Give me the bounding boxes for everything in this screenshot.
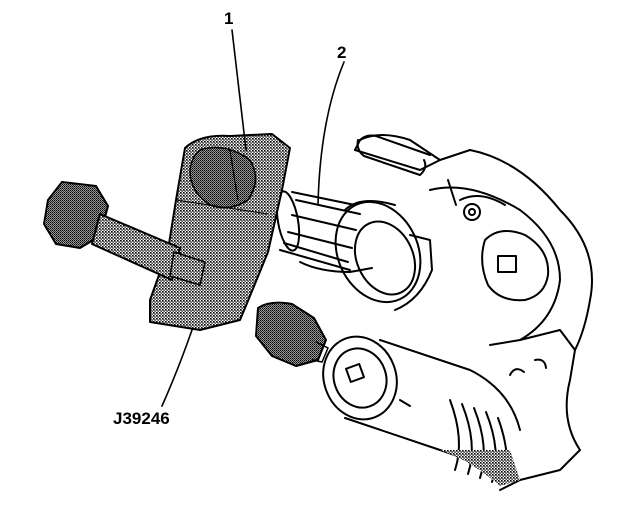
- callout-2: 2: [337, 43, 347, 62]
- column-housing: [354, 134, 593, 491]
- puller-body: [149, 133, 291, 331]
- leader-line-tool: [161, 329, 193, 407]
- leader-line-1: [231, 29, 247, 151]
- leader-line-2: [317, 61, 345, 206]
- forcing-screw: [43, 181, 206, 286]
- callout-tool-number: J39246: [113, 409, 170, 428]
- callout-1: 1: [224, 9, 234, 28]
- adapter-nut: [255, 301, 329, 367]
- leader-lines: [161, 29, 345, 407]
- lower-cylinder-shading: [440, 450, 520, 486]
- splined-shaft: [275, 190, 433, 311]
